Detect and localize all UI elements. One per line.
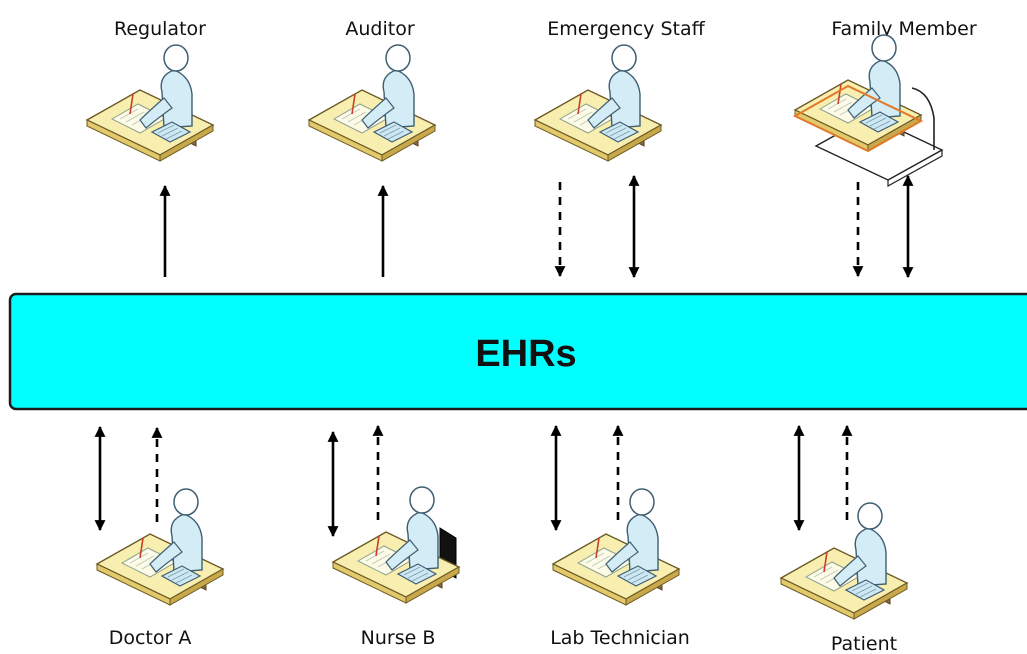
role-label-lab-technician: Lab Technician — [550, 627, 690, 649]
emergency-staff-person-icon — [534, 44, 662, 162]
ehr-bar: EHRs — [8, 292, 1027, 411]
lab-technician-person-icon — [552, 488, 680, 606]
role-label-doctor-a: Doctor A — [109, 627, 192, 649]
ehr-bar-shape — [8, 292, 1027, 411]
role-label-family-member: Family Member — [831, 18, 977, 40]
doctor-a-person-icon — [96, 488, 224, 606]
nurse-b-person-icon — [332, 486, 460, 604]
ehr-label: EHRs — [475, 333, 576, 375]
role-label-emergency-staff: Emergency Staff — [547, 18, 705, 40]
role-label-auditor: Auditor — [345, 18, 414, 40]
role-label-nurse-b: Nurse B — [361, 627, 436, 649]
role-label-patient: Patient — [831, 633, 897, 654]
family-member-person-icon — [792, 34, 944, 188]
regulator-person-icon — [86, 44, 214, 162]
role-label-regulator: Regulator — [114, 18, 206, 40]
auditor-person-icon — [308, 44, 436, 162]
